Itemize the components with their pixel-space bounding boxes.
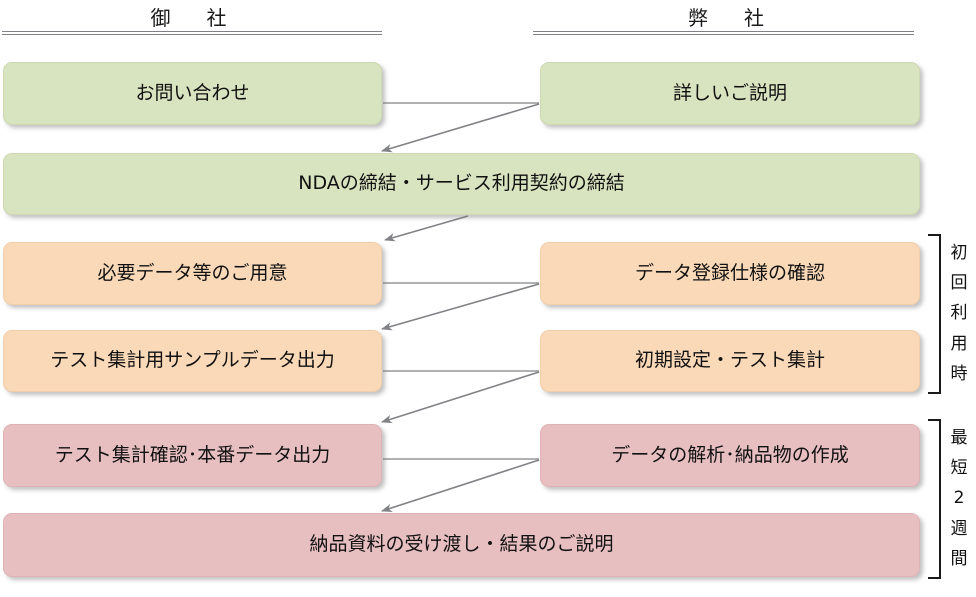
column-header-rule-vendor (533, 31, 914, 35)
process-box-analysis[interactable]: データの解析･納品物の作成 (540, 424, 920, 487)
bracket-first-use (928, 234, 941, 394)
bracket-char: 最 (950, 427, 968, 448)
process-box-explanation[interactable]: 詳しいご説明 (540, 62, 920, 125)
connector-initial-setup-to-verify-output (381, 371, 540, 424)
process-box-inquiry[interactable]: お問い合わせ (3, 62, 382, 125)
process-box-prepare-data[interactable]: 必要データ等のご用意 (3, 242, 382, 305)
process-box-verify-output[interactable]: テスト集計確認･本番データ出力 (3, 424, 382, 487)
process-box-sample-output[interactable]: テスト集計用サンプルデータ出力 (3, 330, 382, 392)
bracket-label-min-two-weeks: 最 短 2 週 間 (945, 423, 973, 575)
column-header-vendor: 弊 社 (688, 6, 772, 30)
bracket-char: 回 (950, 273, 968, 294)
bracket-char: 短 (950, 458, 968, 479)
connector-analysis-to-delivery (381, 459, 540, 513)
bracket-char: 利 (950, 303, 968, 324)
connector-spec-check-to-sample-output (381, 283, 540, 331)
connector-explanation-to-nda (381, 103, 540, 153)
bracket-char: 初 (950, 242, 968, 263)
process-box-spec-check[interactable]: データ登録仕様の確認 (540, 242, 920, 305)
bracket-char: 間 (950, 549, 968, 570)
bracket-min-two-weeks (928, 419, 941, 579)
connector-nda-to-prepare-data (384, 215, 469, 242)
bracket-char: 2 (953, 488, 965, 509)
process-box-delivery[interactable]: 納品資料の受け渡し・結果のご説明 (3, 513, 920, 577)
column-header-client: 御 社 (150, 6, 235, 30)
bracket-char: 週 (950, 518, 968, 539)
bracket-char: 用 (950, 333, 968, 354)
bracket-char: 時 (950, 364, 968, 385)
column-header-rule-client (2, 31, 382, 35)
process-box-initial-setup[interactable]: 初期設定・テスト集計 (540, 330, 920, 392)
bracket-label-first-use: 初 回 利 用 時 (945, 238, 973, 390)
process-box-nda[interactable]: NDAの締結・サービス利用契約の締結 (3, 153, 920, 215)
